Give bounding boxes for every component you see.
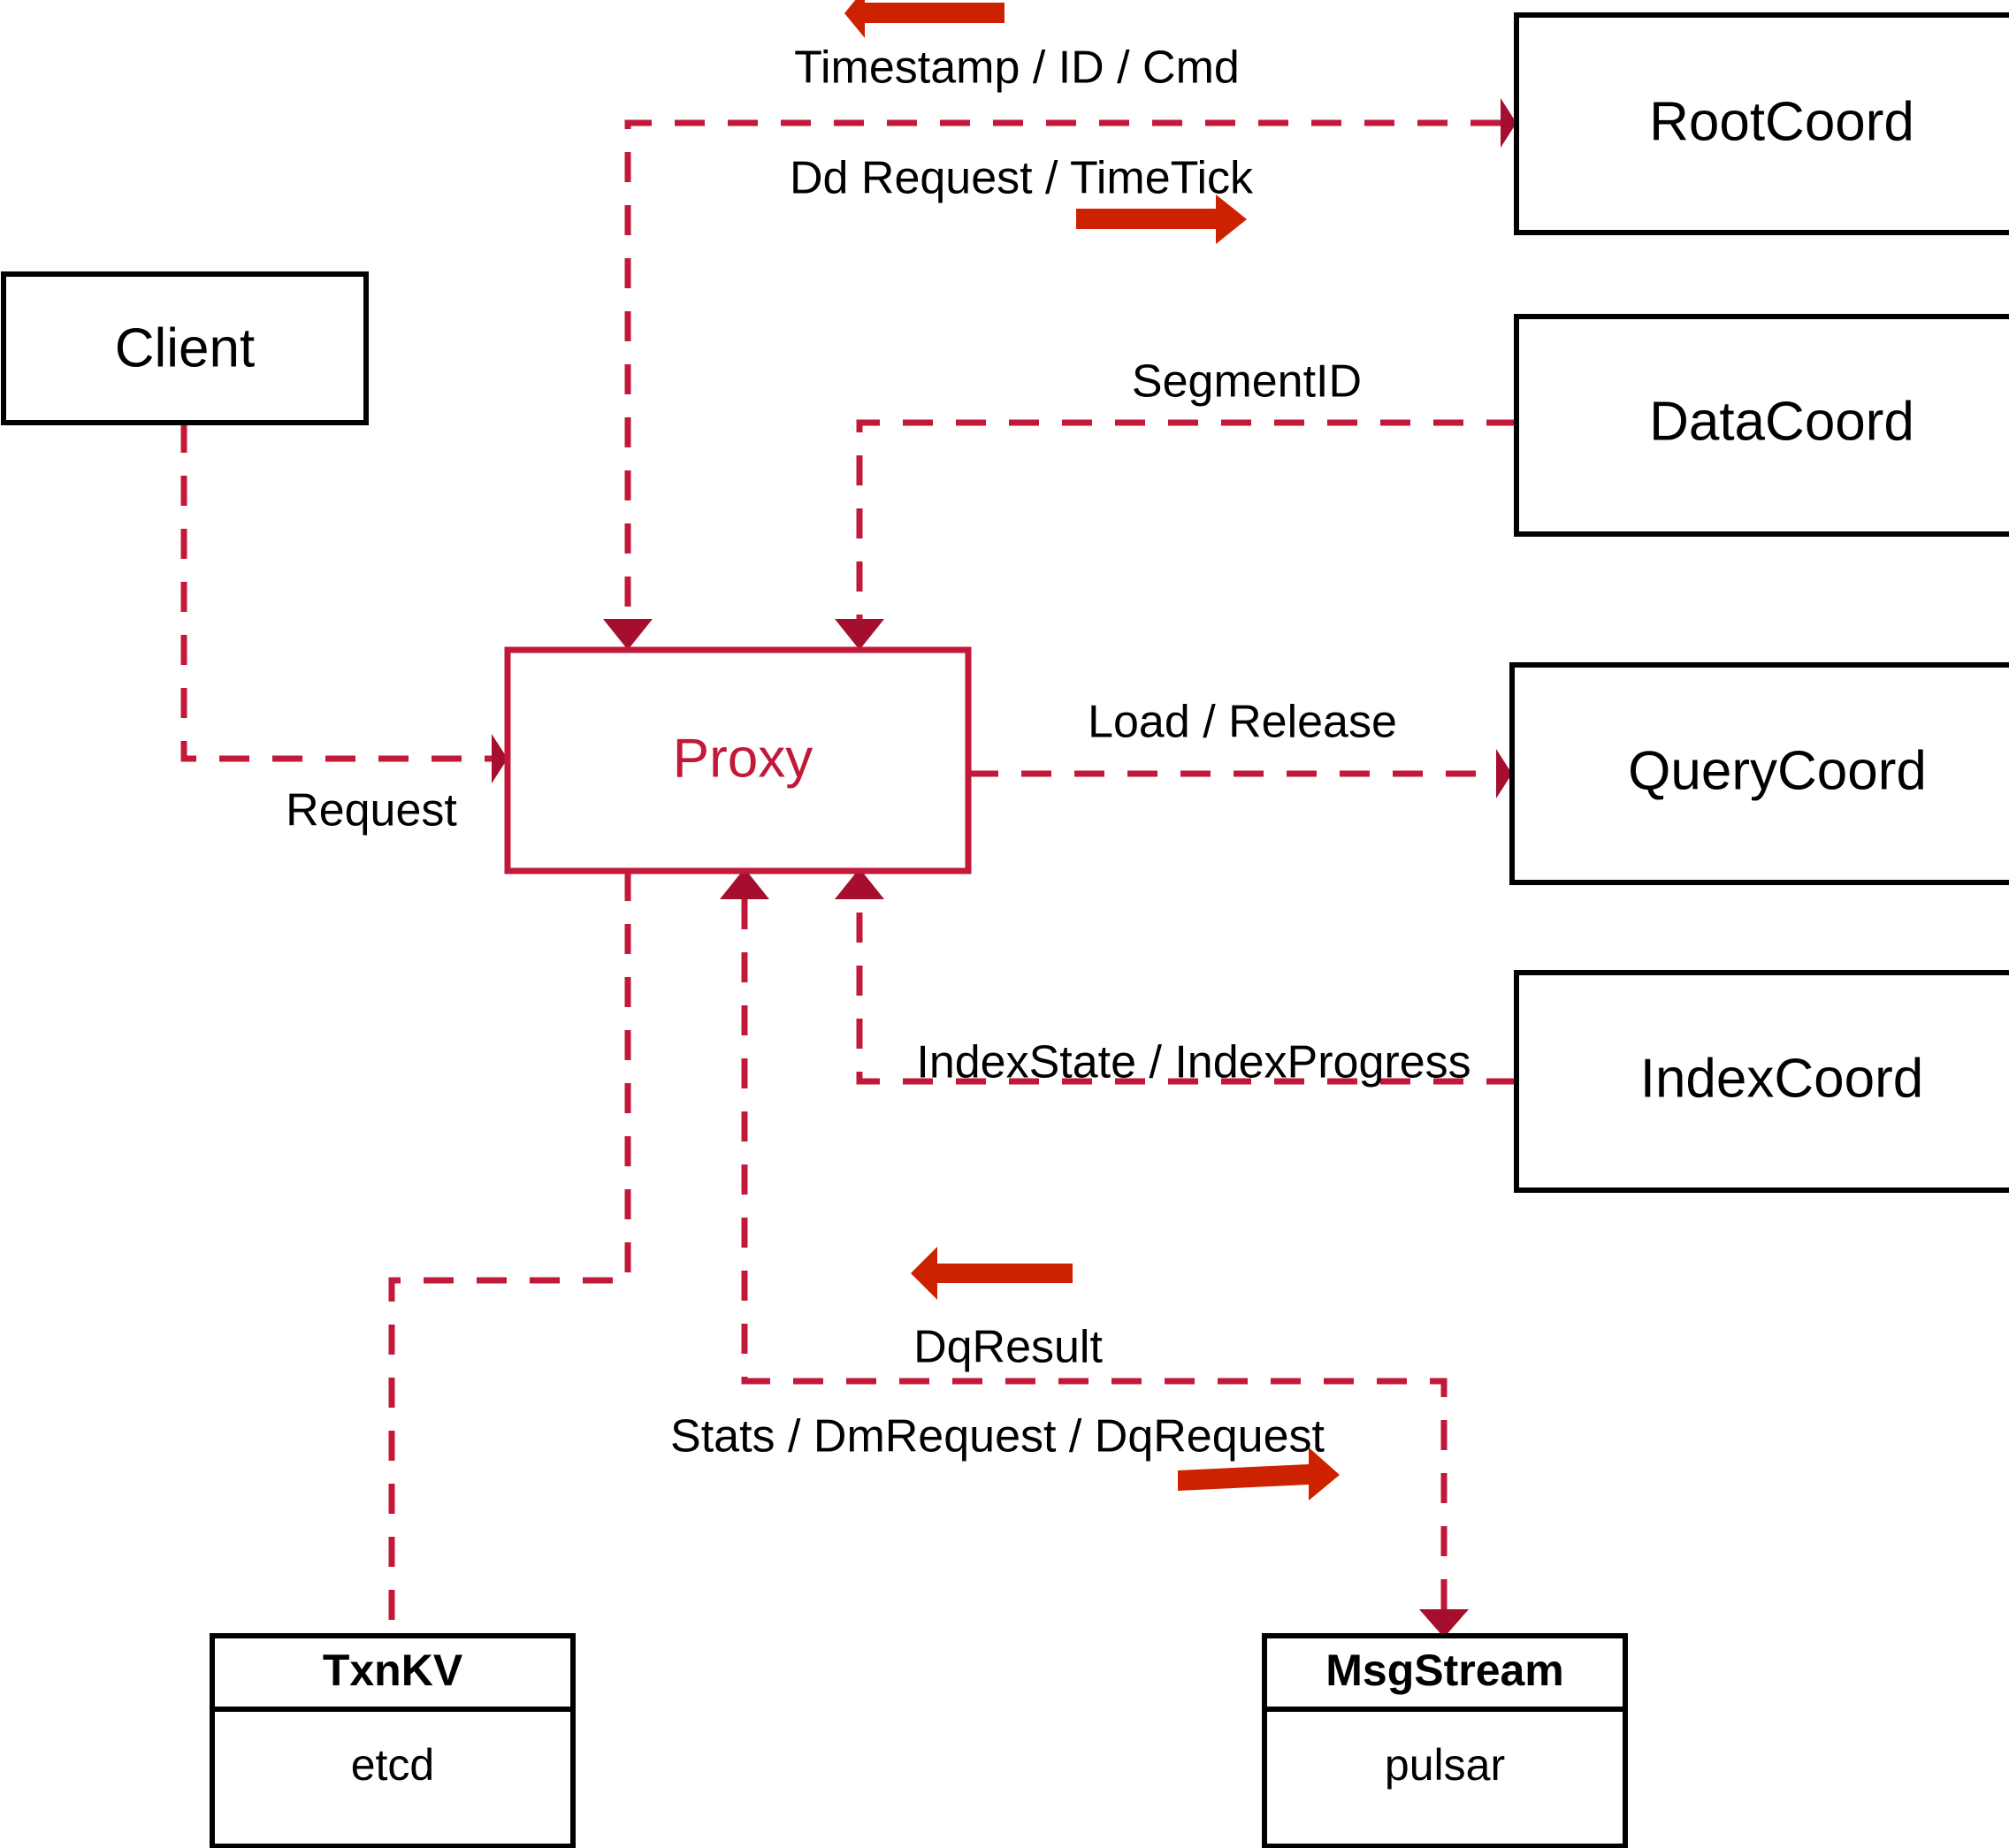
- node-data-coord[interactable]: DataCoord: [1514, 314, 2009, 537]
- edge-client-request: [180, 423, 492, 762]
- edge-indexcoord-state: [856, 899, 1516, 1085]
- client-box[interactable]: [1, 271, 369, 425]
- txn-kv-body-label: etcd: [351, 1740, 435, 1790]
- query-coord-label: QueryCoord: [1628, 740, 1927, 801]
- edge-proxy-top-left-arrowhead: [603, 619, 653, 650]
- flow-dqresult-arrow-icon: [911, 1247, 1073, 1300]
- edge-indexcoord-state-arrowhead: [835, 868, 884, 899]
- edge-label-layer: Timestamp / ID / Cmd Dd Request / TimeTi…: [286, 42, 1470, 1462]
- edge-rootcoord-in-arrowhead: [1501, 98, 1516, 148]
- edge-label-indexstate: IndexState / IndexProgress: [916, 1037, 1470, 1088]
- node-query-coord[interactable]: QueryCoord: [1509, 662, 2009, 885]
- edge-msgstream-result-arrowhead: [720, 868, 769, 899]
- root-coord-box[interactable]: [1514, 12, 2009, 235]
- node-msg-stream[interactable]: MsgStream pulsar: [1262, 1633, 1628, 1848]
- node-client[interactable]: Client: [1, 271, 369, 425]
- edge-label-request: Request: [286, 785, 457, 836]
- query-coord-box[interactable]: [1509, 662, 2009, 885]
- node-index-coord[interactable]: IndexCoord: [1514, 970, 2009, 1193]
- edge-label-dqresult: DqResult: [913, 1322, 1103, 1373]
- edge-layer: [180, 98, 1516, 1638]
- data-coord-label: DataCoord: [1649, 391, 1914, 452]
- edge-label-dqrequest: Stats / DmRequest / DqRequest: [670, 1411, 1325, 1462]
- edge-msgstream-request-arrowhead: [1419, 1609, 1469, 1638]
- msg-stream-body-label: pulsar: [1385, 1740, 1505, 1790]
- flow-ddrequest-arrow-icon: [1076, 195, 1247, 244]
- node-txn-kv[interactable]: TxnKV etcd: [210, 1633, 576, 1848]
- edge-datacoord-segmentid: [856, 419, 1516, 619]
- edge-msgstream-request: [741, 899, 1448, 1609]
- root-coord-label: RootCoord: [1649, 91, 1914, 152]
- edge-label-segmentid: SegmentID: [1132, 356, 1362, 408]
- proxy-label: Proxy: [673, 728, 813, 789]
- msg-stream-box[interactable]: [1262, 1633, 1628, 1848]
- edge-txnkv-link: [388, 871, 631, 1636]
- edge-client-request-arrowhead: [492, 734, 508, 783]
- edge-querycoord-load-arrowhead: [1496, 749, 1512, 798]
- txn-kv-header-label: TxnKV: [323, 1646, 463, 1695]
- txn-kv-box[interactable]: [210, 1633, 576, 1848]
- node-proxy[interactable]: Proxy: [504, 646, 972, 874]
- index-coord-box[interactable]: [1514, 970, 2009, 1193]
- edge-label-load-release: Load / Release: [1088, 697, 1397, 748]
- edge-datacoord-segmentid-arrowhead: [835, 619, 884, 650]
- flow-arrow-layer: [844, 0, 1340, 1501]
- edge-label-timestamp: Timestamp / ID / Cmd: [794, 42, 1240, 94]
- edge-label-ddrequest: Dd Request / TimeTick: [790, 153, 1254, 204]
- flow-dqrequest-arrow-icon: [1178, 1447, 1340, 1501]
- client-label: Client: [115, 317, 256, 378]
- proxy-box[interactable]: [504, 646, 972, 874]
- index-coord-label: IndexCoord: [1640, 1048, 1924, 1109]
- node-root-coord[interactable]: RootCoord: [1514, 12, 2009, 235]
- msg-stream-header-label: MsgStream: [1325, 1646, 1564, 1695]
- data-coord-box[interactable]: [1514, 314, 2009, 537]
- flow-timestamp-arrow-icon: [844, 0, 1004, 38]
- edge-rootcoord-in: [624, 119, 1501, 619]
